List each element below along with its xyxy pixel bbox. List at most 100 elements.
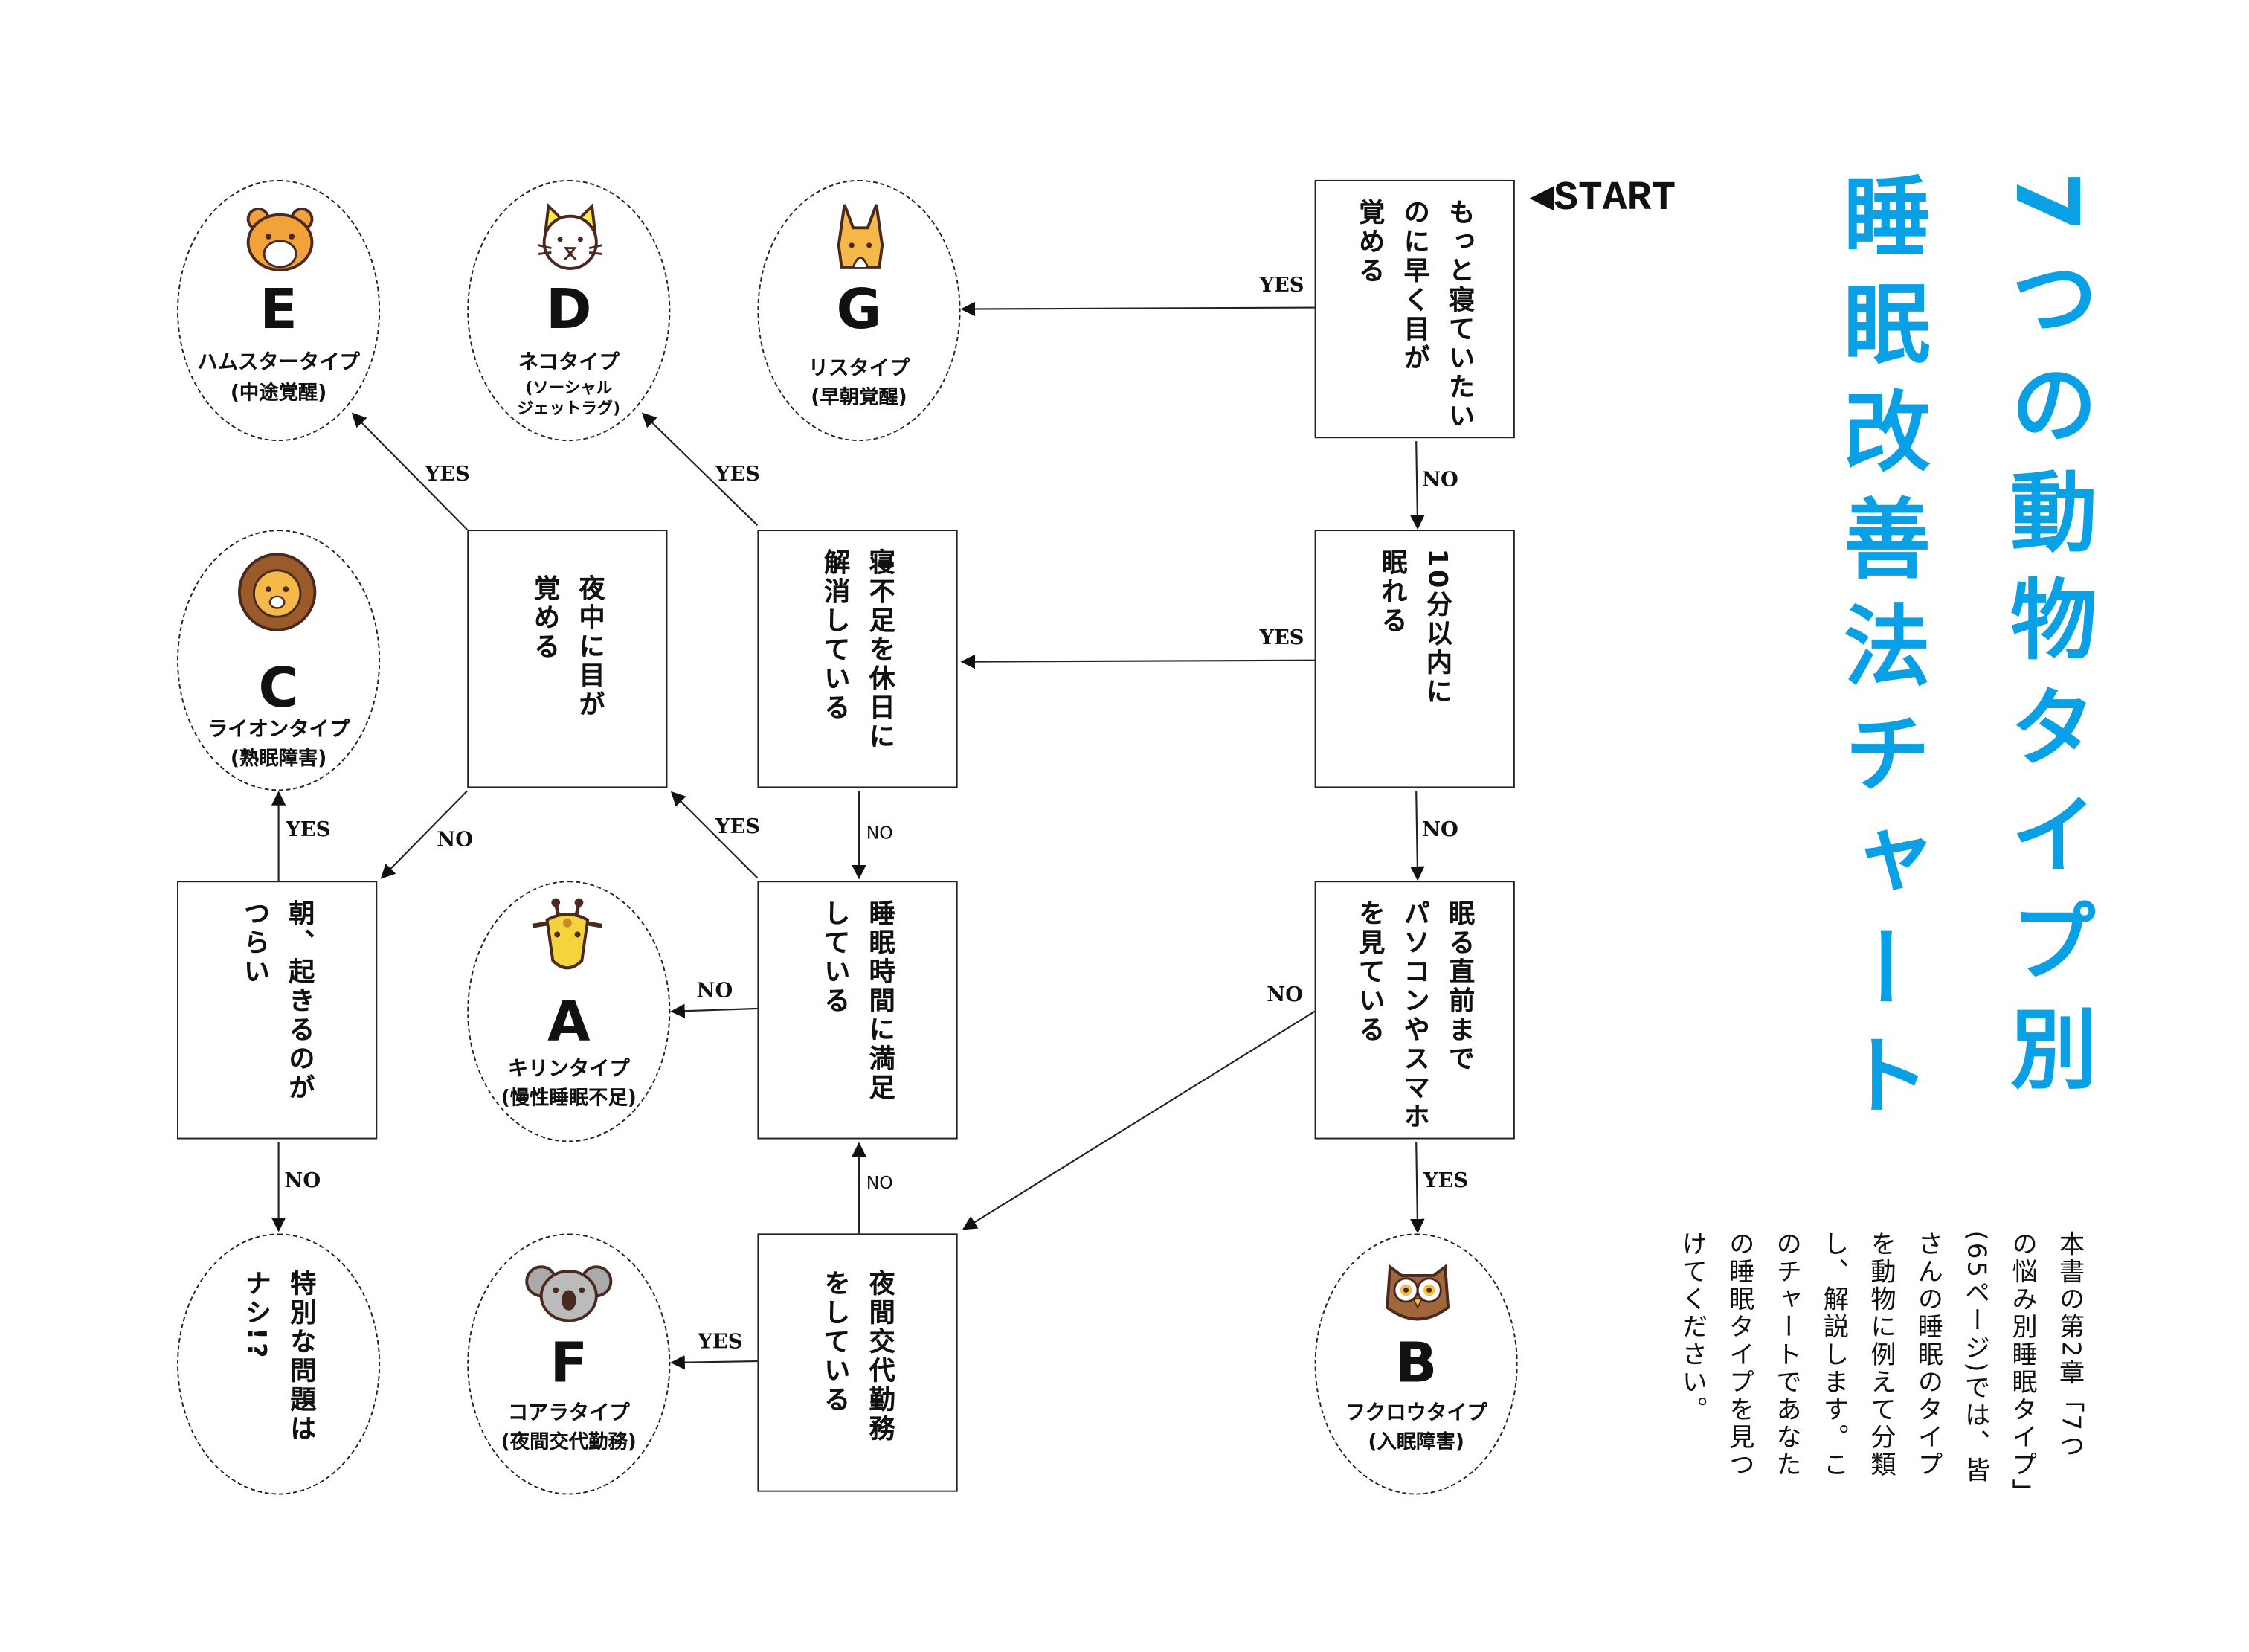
arrow-q1-g xyxy=(960,301,1315,317)
arrow-q7-e xyxy=(351,412,468,530)
arrow-q3-b xyxy=(1410,1142,1425,1234)
result-letter: D xyxy=(546,277,592,341)
result-d-cat: D ネコタイプ (ソーシャルジェットラグ) xyxy=(467,179,671,442)
question-box-q3: 眠る直前までパソコンやスマホを見ている xyxy=(1314,881,1515,1140)
description-line: のチャートであなた xyxy=(1772,1230,1802,1479)
result-letter: E xyxy=(260,277,297,341)
result-subtitle: (中途覚醒) xyxy=(230,382,327,405)
result-name: ハムスタータイプ xyxy=(197,351,360,375)
description-line: 本書の第2章「7つ xyxy=(2055,1230,2085,1461)
arrow-q3-q6 xyxy=(962,1010,1316,1230)
arrow-q7-q8 xyxy=(380,790,468,879)
result-name: コアラタイプ xyxy=(507,1401,630,1425)
description-line: (65ページ)では、皆 xyxy=(1960,1230,1990,1485)
question-text: 解消している xyxy=(820,548,851,723)
description-text: 本書の第2章「7つ の悩み別睡眠タイプ」 (65ページ)では、皆 さんの睡眠のタ… xyxy=(1669,1230,2094,1506)
question-box-q6: 夜間交代勤務をしている xyxy=(757,1233,958,1492)
lion-icon xyxy=(237,553,317,631)
question-box-q1: もっと寝ていたいのに早く目が覚める xyxy=(1314,179,1515,439)
result-f-koala: F コアラタイプ (夜間交代勤務) xyxy=(467,1233,671,1495)
question-box-q8: 朝、起きるのがつらい xyxy=(177,881,378,1140)
result-c-lion: C ライオンタイプ (熟眠障害) xyxy=(177,530,381,791)
yes-label: YES xyxy=(286,818,331,842)
koala-icon xyxy=(525,1265,613,1322)
arrow-q5-a xyxy=(670,1003,758,1019)
title-line-2: 睡眠改善法チャート xyxy=(1828,171,1930,1138)
question-text: 特別な問題は xyxy=(286,1270,317,1444)
result-name: キリンタイプ xyxy=(507,1058,630,1081)
result-g-squirrel: G リスタイプ (早朝覚醒) xyxy=(757,179,961,442)
no-label: NO xyxy=(437,829,474,852)
no-label: NO xyxy=(1267,983,1303,1007)
question-text: つらい xyxy=(239,899,270,987)
question-text: 寝不足を休日に xyxy=(864,548,895,752)
result-no-problem: 特別な問題はナシ!? xyxy=(177,1233,381,1495)
arrow-q2-q4 xyxy=(960,654,1315,669)
description-line: けてください。 xyxy=(1678,1230,1708,1424)
no-label: NO xyxy=(696,979,733,1003)
yes-label: YES xyxy=(1259,274,1304,298)
arrow-q6-f xyxy=(670,1354,758,1370)
arrow-q5-q7 xyxy=(670,791,759,879)
question-text: 睡眠時間に満足 xyxy=(864,899,895,1103)
result-name: ネコタイプ xyxy=(518,351,620,375)
result-subtitle: (熟眠障害) xyxy=(230,747,327,771)
yes-label: YES xyxy=(715,463,760,486)
description-line: の悩み別睡眠タイプ」 xyxy=(2008,1230,2038,1507)
result-subtitle: (慢性睡眠不足) xyxy=(501,1087,637,1111)
question-text: 眠る直前まで xyxy=(1444,899,1476,1074)
title-line-1: 7つの動物タイプ別 xyxy=(1995,171,2097,1111)
start-label: ◀START xyxy=(1529,177,1676,222)
question-box-q2: 10分以内に眠れる xyxy=(1314,530,1515,788)
question-box-q7: 夜中に目が覚める xyxy=(467,530,668,788)
result-letter: B xyxy=(1394,1331,1438,1395)
yes-label: YES xyxy=(425,463,470,486)
question-text: を見ている xyxy=(1354,899,1386,1045)
question-text: 覚める xyxy=(1354,199,1386,286)
no-label: NO xyxy=(1421,469,1458,492)
question-text: している xyxy=(820,899,851,1016)
result-letter: F xyxy=(550,1331,588,1395)
result-subtitle: (ソーシャルジェットラグ) xyxy=(469,379,669,420)
description-line: さんの睡眠のタイプ xyxy=(1914,1230,1943,1479)
question-text: 夜間交代勤務 xyxy=(864,1270,895,1444)
owl-icon xyxy=(1386,1264,1450,1321)
giraffe-icon xyxy=(532,898,603,970)
result-name: フクロウタイプ xyxy=(1345,1401,1487,1425)
question-text: 夜中に目が xyxy=(574,574,605,720)
arrow-q2-q3 xyxy=(1410,791,1425,881)
result-name: ライオンタイプ xyxy=(207,718,350,742)
question-text: 朝、起きるのが xyxy=(284,899,315,1103)
question-text: 眠れる xyxy=(1377,548,1408,636)
description-line: を動物に例えて分類 xyxy=(1866,1230,1896,1479)
cat-icon xyxy=(538,202,602,270)
question-text: 覚める xyxy=(530,574,561,662)
result-letter: C xyxy=(258,655,299,720)
result-letter: A xyxy=(547,989,591,1054)
squirrel-icon xyxy=(837,204,884,269)
hamster-icon xyxy=(246,207,314,271)
yes-label: YES xyxy=(1259,626,1304,651)
question-text: のに早く目が xyxy=(1399,199,1430,373)
question-text: 10分以内に xyxy=(1421,548,1452,707)
no-label: NO xyxy=(866,1172,893,1193)
arrow-q1-q2 xyxy=(1410,441,1425,530)
result-e-hamster: E ハムスタータイプ (中途覚醒) xyxy=(177,179,381,442)
subtitle-line: ジェットラグ) xyxy=(517,399,621,418)
no-label: NO xyxy=(1421,818,1458,842)
no-label: NO xyxy=(284,1169,321,1193)
question-text: をしている xyxy=(820,1270,851,1415)
yes-label: YES xyxy=(698,1331,743,1354)
yes-label: YES xyxy=(1423,1169,1468,1193)
result-subtitle: (入眠障害) xyxy=(1368,1430,1464,1454)
no-label: NO xyxy=(866,823,893,843)
question-box-q4: 寝不足を休日に解消している xyxy=(757,530,958,788)
result-subtitle: (早朝覚醒) xyxy=(811,385,907,410)
question-text: ナシ!? xyxy=(240,1270,271,1361)
description-line: し、解説します。こ xyxy=(1819,1230,1849,1479)
subtitle-line: (ソーシャル xyxy=(525,379,613,398)
yes-label: YES xyxy=(715,815,760,839)
result-letter: G xyxy=(836,277,882,341)
